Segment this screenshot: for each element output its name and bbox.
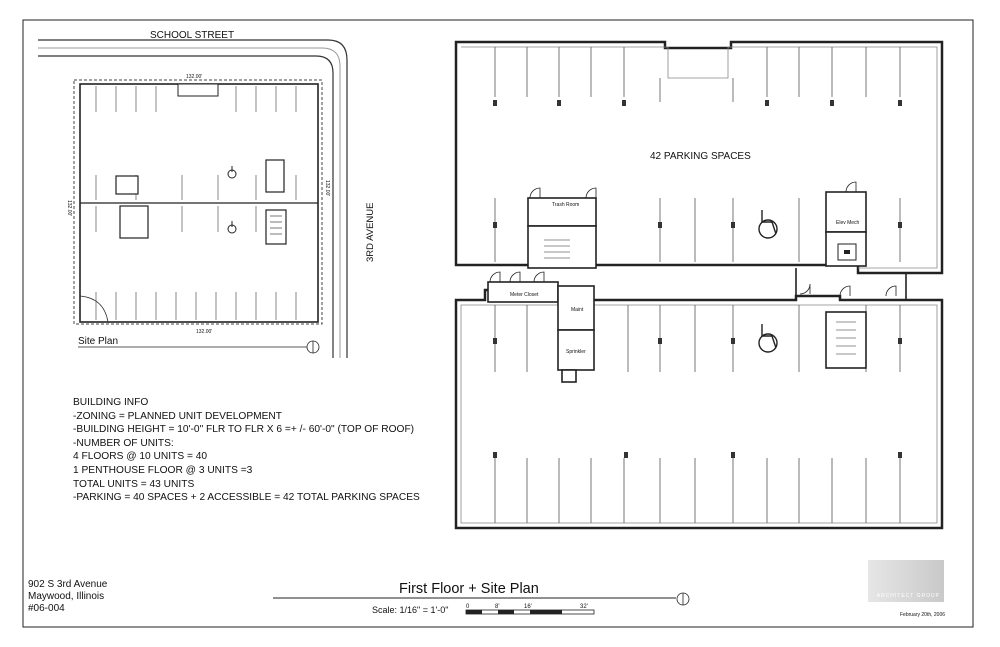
sheet-date: February 20th, 2006: [900, 612, 946, 618]
logo-text: ARCHITECT GROUP: [876, 593, 940, 599]
dimension-bottom: 132.00': [196, 329, 212, 335]
building-info-line: -NUMBER OF UNITS:: [73, 437, 174, 449]
address-line: 902 S 3rd Avenue: [28, 579, 108, 590]
room-label-trash: Trash Room: [552, 202, 579, 208]
room-label-sprinkler: Sprinkler: [566, 349, 586, 355]
building-info-line: -BUILDING HEIGHT = 10'-0" FLR TO FLR X 6…: [73, 424, 415, 436]
site-plan: [38, 39, 348, 358]
building-info-line: TOTAL UNITS = 43 UNITS: [73, 478, 195, 490]
parking-count-label: 42 PARKING SPACES: [650, 151, 751, 162]
scale-tick-16: 16': [524, 604, 532, 610]
room-label-meter: Meter Closet: [510, 292, 539, 298]
street-label-top: SCHOOL STREET: [150, 30, 234, 41]
address-line: Maywood, Illinois: [28, 591, 105, 602]
dimension-right: 132.00': [324, 180, 330, 196]
dimension-top: 132.00': [186, 74, 202, 80]
first-floor-plan: [454, 40, 944, 530]
sheet-title: First Floor + Site Plan: [399, 581, 539, 597]
address-line: #06-004: [28, 603, 65, 614]
scale-tick-0: 0: [466, 604, 470, 610]
building-info-line: -PARKING = 40 SPACES + 2 ACCESSIBLE = 42…: [73, 492, 420, 504]
room-label-maint: Maint: [571, 307, 584, 313]
sheet-border: [22, 19, 974, 628]
building-info: BUILDING INFO -ZONING = PLANNED UNIT DEV…: [73, 396, 420, 505]
building-info-line: -ZONING = PLANNED UNIT DEVELOPMENT: [73, 410, 282, 422]
scale-tick-8: 8': [495, 604, 499, 610]
street-label-right: 3RD AVENUE: [365, 203, 376, 262]
scale-bar: 0 8' 16' 32': [465, 604, 595, 615]
building-info-line: 1 PENTHOUSE FLOOR @ 3 UNITS =3: [73, 464, 253, 476]
building-info-line: BUILDING INFO: [73, 397, 149, 408]
room-label-elev-mech: Elev Mech: [836, 220, 860, 226]
scale-tick-32: 32': [580, 604, 588, 610]
firm-logo: ARCHITECT GROUP: [868, 560, 944, 602]
building-info-line: 4 FLOORS @ 10 UNITS = 40: [73, 451, 208, 463]
scale-text: Scale: 1/16" = 1'-0": [372, 605, 449, 615]
dimension-left: 132.00': [66, 200, 72, 216]
project-address: 902 S 3rd Avenue Maywood, Illinois #06-0…: [28, 579, 107, 615]
site-plan-label: Site Plan: [78, 336, 118, 347]
